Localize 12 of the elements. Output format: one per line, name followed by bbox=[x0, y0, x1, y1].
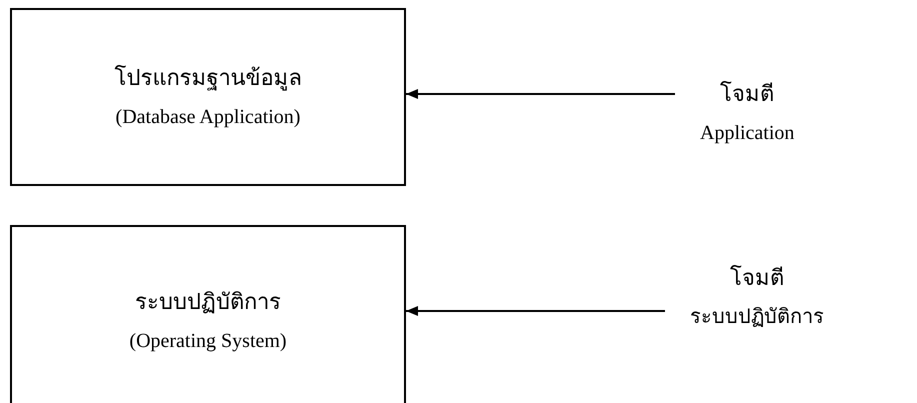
node-text: โปรแกรมฐานข้อมูล bbox=[114, 64, 302, 92]
node-text: (Database Application) bbox=[116, 105, 300, 130]
process-box bbox=[10, 8, 406, 186]
node-text: ระบบปฏิบัติการ bbox=[135, 288, 281, 316]
arrow bbox=[406, 306, 665, 316]
node-text: โจมตี bbox=[730, 265, 784, 292]
node-text: Application bbox=[700, 121, 794, 146]
node-text: (Operating System) bbox=[129, 329, 287, 354]
arrow bbox=[406, 89, 675, 99]
node-text: โจมตี bbox=[720, 81, 774, 108]
process-box bbox=[10, 225, 406, 403]
node-text: ระบบปฏิบัติการ bbox=[690, 305, 824, 330]
